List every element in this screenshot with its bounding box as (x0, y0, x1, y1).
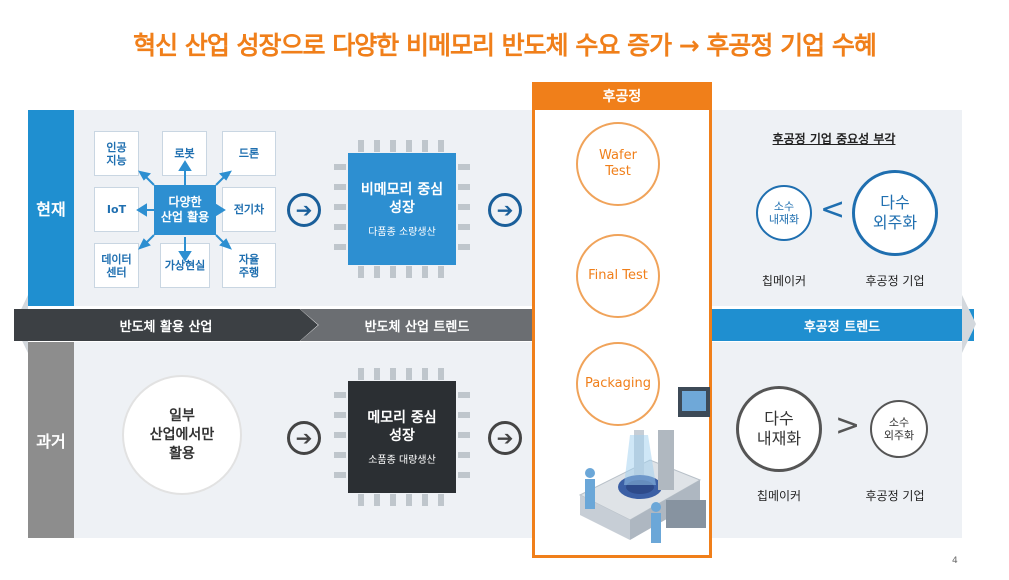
app-ai: 인공 지능 (94, 131, 139, 176)
backend-label-past: 후공정 기업 (865, 489, 925, 503)
app-center: 다양한 산업 활용 (154, 185, 216, 235)
app-drone: 드론 (222, 131, 276, 176)
chip-current-sub: 다품종 소량생산 (368, 226, 436, 238)
backend-label-current: 후공정 기업 (865, 274, 925, 288)
band-back-trend: 후공정 트렌드 (710, 309, 974, 341)
past-row-label: 과거 (28, 342, 74, 538)
process-step-packaging: Packaging (576, 342, 660, 426)
small-insourcing-circle: 소수 내재화 (756, 185, 812, 241)
process-step-wafer-test: Wafer Test (576, 122, 660, 206)
current-row-label: 현재 (28, 110, 74, 306)
chip-current-title: 비메모리 중심 성장 (360, 181, 444, 216)
arrow-right-icon: ➔ (488, 193, 522, 227)
arrow-right-icon: ➔ (287, 193, 321, 227)
chip-past-pins (334, 368, 470, 506)
small-outsourcing-circle: 소수 외주화 (870, 400, 928, 458)
arrow-right-icon: ➔ (287, 421, 321, 455)
app-ev: 전기차 (222, 187, 276, 232)
past-usage-circle: 일부 산업에서만 활용 (122, 375, 242, 495)
band-apps: 반도체 활용 산업 (14, 309, 318, 341)
chipmaker-label-current: 칩메이커 (761, 274, 807, 288)
app-autonomous: 자율 주행 (222, 243, 276, 288)
arrow-right-icon: ➔ (488, 421, 522, 455)
big-outsourcing-circle: 다수 외주화 (852, 170, 938, 256)
band-trend: 반도체 산업 트렌드 (300, 309, 534, 341)
process-header: 후공정 (532, 82, 712, 110)
page-title: 혁신 산업 성장으로 다양한 비메모리 반도체 수요 증가 → 후공정 기업 수… (133, 31, 877, 60)
band-arrow-right (962, 295, 976, 353)
importance-heading: 후공정 기업 중요성 부각 (772, 132, 896, 146)
chip-current: 비메모리 중심 성장 다품종 소량생산 (348, 153, 456, 265)
chip-past-title: 메모리 중심 성장 (367, 409, 437, 444)
grid-arrows (136, 160, 232, 262)
chip-past: 메모리 중심 성장 소품종 대량생산 (348, 381, 456, 493)
chip-current-pins (334, 140, 470, 278)
chipmaker-label-past: 칩메이커 (756, 489, 802, 503)
page-number: 4 (952, 556, 958, 566)
chip-past-sub: 소품종 대량생산 (368, 454, 436, 466)
big-insourcing-circle: 다수 내재화 (736, 386, 822, 472)
greater-than-icon: > (835, 408, 861, 443)
app-datacenter: 데이터 센터 (94, 243, 139, 288)
less-than-icon: < (820, 192, 846, 227)
process-step-final-test: Final Test (576, 234, 660, 318)
app-iot: IoT (94, 187, 139, 232)
factory-machine-illustration (578, 387, 710, 543)
